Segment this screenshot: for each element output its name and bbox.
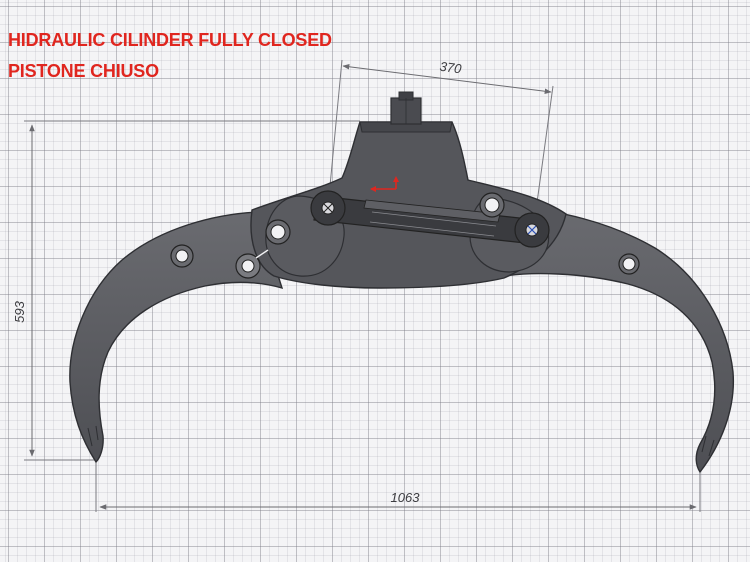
pin-holes [170, 192, 640, 279]
dimension-label-1063: 1063 [391, 490, 421, 505]
drawing-title: HIDRAULIC CILINDER FULLY CLOSED [8, 30, 332, 50]
extension-line-right [535, 85, 554, 211]
dimension-tip-span: 1063 [95, 462, 701, 512]
left-jaw [69, 211, 284, 464]
right-jaw [499, 204, 735, 474]
right-jaw-tip-slot [701, 435, 707, 453]
dimension-cylinder-span: 370 [329, 59, 554, 211]
dimension-label-370: 370 [439, 59, 463, 77]
left-jaw-tip-slot [87, 427, 93, 447]
dimension-label-593: 593 [12, 300, 27, 322]
drawing-subtitle: PISTONE CHIUSO [8, 61, 159, 81]
dimension-line-370 [342, 64, 552, 94]
origin-marker-icon [370, 176, 399, 192]
cylinder-rod [363, 199, 501, 223]
extension-line-left [329, 59, 343, 187]
dimension-height: 593 [12, 120, 360, 461]
